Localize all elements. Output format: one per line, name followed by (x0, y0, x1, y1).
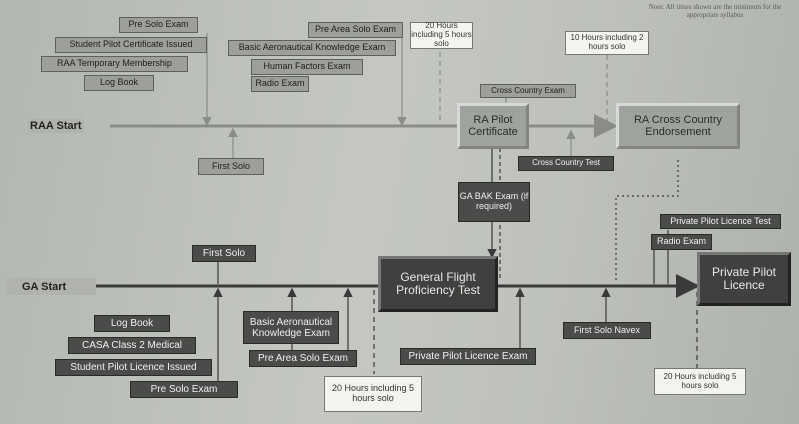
syllabus-note: Note: All times shown are the minimum fo… (648, 3, 782, 20)
ga-hours-20-note: 20 Hours including 5 hours solo (324, 376, 422, 412)
ga-log-book: Log Book (94, 315, 170, 332)
ga-start-label: GA Start (6, 278, 96, 295)
ga-student-pilot-licence: Student Pilot Licence Issued (55, 359, 212, 376)
raa-pre-area-solo-exam: Pre Area Solo Exam (308, 22, 403, 38)
ga-first-solo: First Solo (192, 245, 256, 262)
raa-cross-country-test: Cross Country Test (518, 156, 614, 171)
raa-first-solo: First Solo (198, 158, 264, 175)
raa-hours-10-note: 10 Hours including 2 hours solo (565, 31, 649, 55)
ga-ppl-exam: Private Pilot Licence Exam (400, 348, 536, 365)
raa-radio-exam: Radio Exam (251, 76, 309, 92)
general-flight-proficiency-test: General Flight Proficiency Test (378, 256, 498, 312)
ga-hours-20b-note: 20 Hours including 5 hours solo (654, 368, 746, 395)
ra-cross-country-endorsement: RA Cross Country Endorsement (616, 103, 740, 149)
ra-pilot-certificate: RA Pilot Certificate (457, 103, 529, 149)
raa-pre-solo-exam: Pre Solo Exam (119, 17, 198, 33)
ga-casa-class-2-medical: CASA Class 2 Medical (68, 337, 196, 354)
ga-first-solo-navex: First Solo Navex (563, 322, 651, 339)
ga-bak-exam: GA BAK Exam (if required) (458, 182, 530, 222)
ga-radio-exam: Radio Exam (651, 234, 712, 250)
raa-bak-exam: Basic Aeronautical Knowledge Exam (228, 40, 396, 56)
ga-pre-solo-exam: Pre Solo Exam (130, 381, 238, 398)
raa-student-pilot-certificate: Student Pilot Certificate Issued (55, 37, 207, 53)
raa-log-book: Log Book (84, 75, 154, 91)
ga-pre-area-solo-exam: Pre Area Solo Exam (249, 350, 357, 367)
raa-human-factors-exam: Human Factors Exam (251, 59, 363, 75)
ga-bak-knowledge-exam: Basic Aeronautical Knowledge Exam (243, 311, 339, 344)
private-pilot-licence: Private Pilot Licence (697, 252, 791, 306)
raa-temporary-membership: RAA Temporary Membership (41, 56, 188, 72)
raa-hours-20-note: 20 Hours including 5 hours solo (410, 21, 473, 49)
raa-cross-country-exam: Cross Country Exam (480, 84, 576, 98)
raa-start-label: RAA Start (28, 119, 84, 133)
ga-ppl-test: Private Pilot Licence Test (660, 214, 781, 229)
